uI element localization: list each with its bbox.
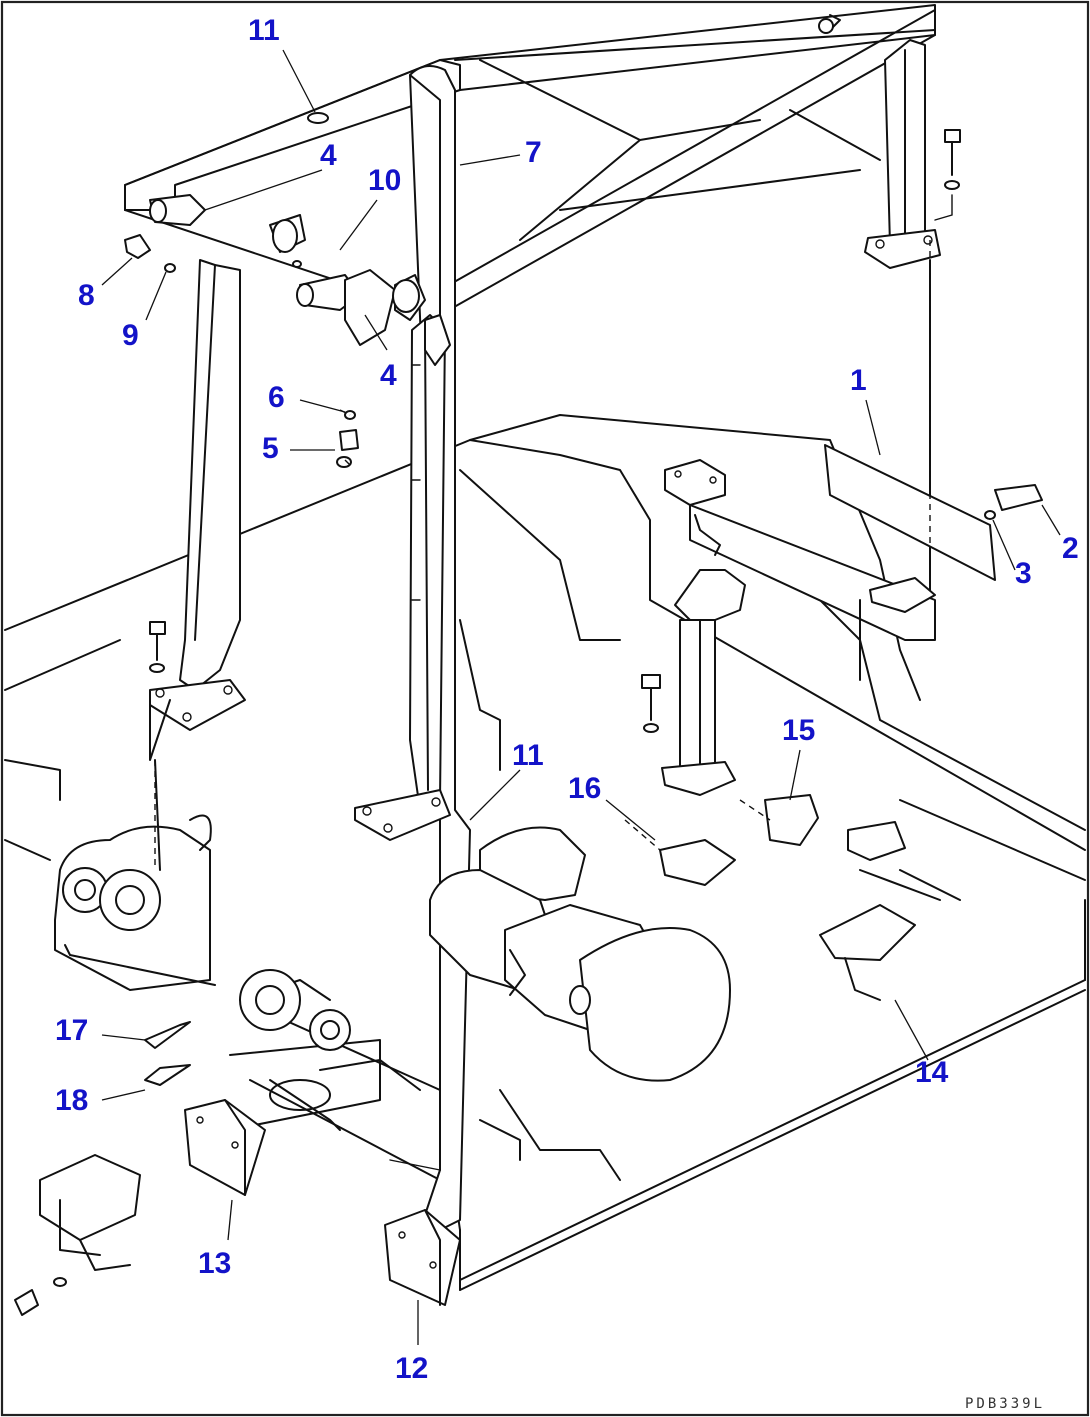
leader-lines: [101, 49, 1061, 1345]
callout-9: 9: [122, 319, 139, 352]
callout-11-middle: 11: [512, 739, 544, 772]
callout-8: 8: [78, 279, 95, 312]
callout-5: 5: [262, 432, 279, 465]
drawing-code: PDB339L: [965, 1396, 1045, 1412]
left-front-post: [54, 259, 246, 991]
mount-pads: [659, 794, 916, 1001]
callout-17: 17: [55, 1014, 88, 1047]
callout-7: 7: [525, 136, 542, 169]
lower-frame: [229, 969, 381, 1131]
callout-16: 16: [568, 772, 601, 805]
callout-3: 3: [1015, 557, 1032, 590]
callout-13: 13: [198, 1247, 231, 1280]
callout-12: 12: [395, 1352, 428, 1385]
callout-10: 10: [368, 164, 401, 197]
fasteners-left: [124, 234, 359, 468]
callout-labels: 11 4 10 7 8 9 4 6 5 1 2 3 11 16 15 14 17…: [55, 14, 1079, 1385]
right-column: [864, 39, 961, 591]
small-clips: [144, 1021, 191, 1086]
callout-15: 15: [782, 714, 815, 747]
hinge-brackets: [149, 194, 451, 366]
callout-2: 2: [1062, 532, 1079, 565]
center-post: [354, 314, 451, 841]
seat-housing: [429, 826, 731, 1082]
cross-beam: [664, 444, 1043, 681]
front-brackets: [14, 1099, 461, 1316]
callout-14: 14: [915, 1056, 949, 1089]
callout-18: 18: [55, 1084, 88, 1117]
callout-6: 6: [268, 381, 285, 414]
rear-center-column: [641, 569, 906, 861]
callout-4-top: 4: [320, 139, 337, 172]
callout-11-top: 11: [248, 14, 280, 47]
callout-1: 1: [850, 364, 867, 397]
callout-4-bottom: 4: [380, 359, 397, 392]
